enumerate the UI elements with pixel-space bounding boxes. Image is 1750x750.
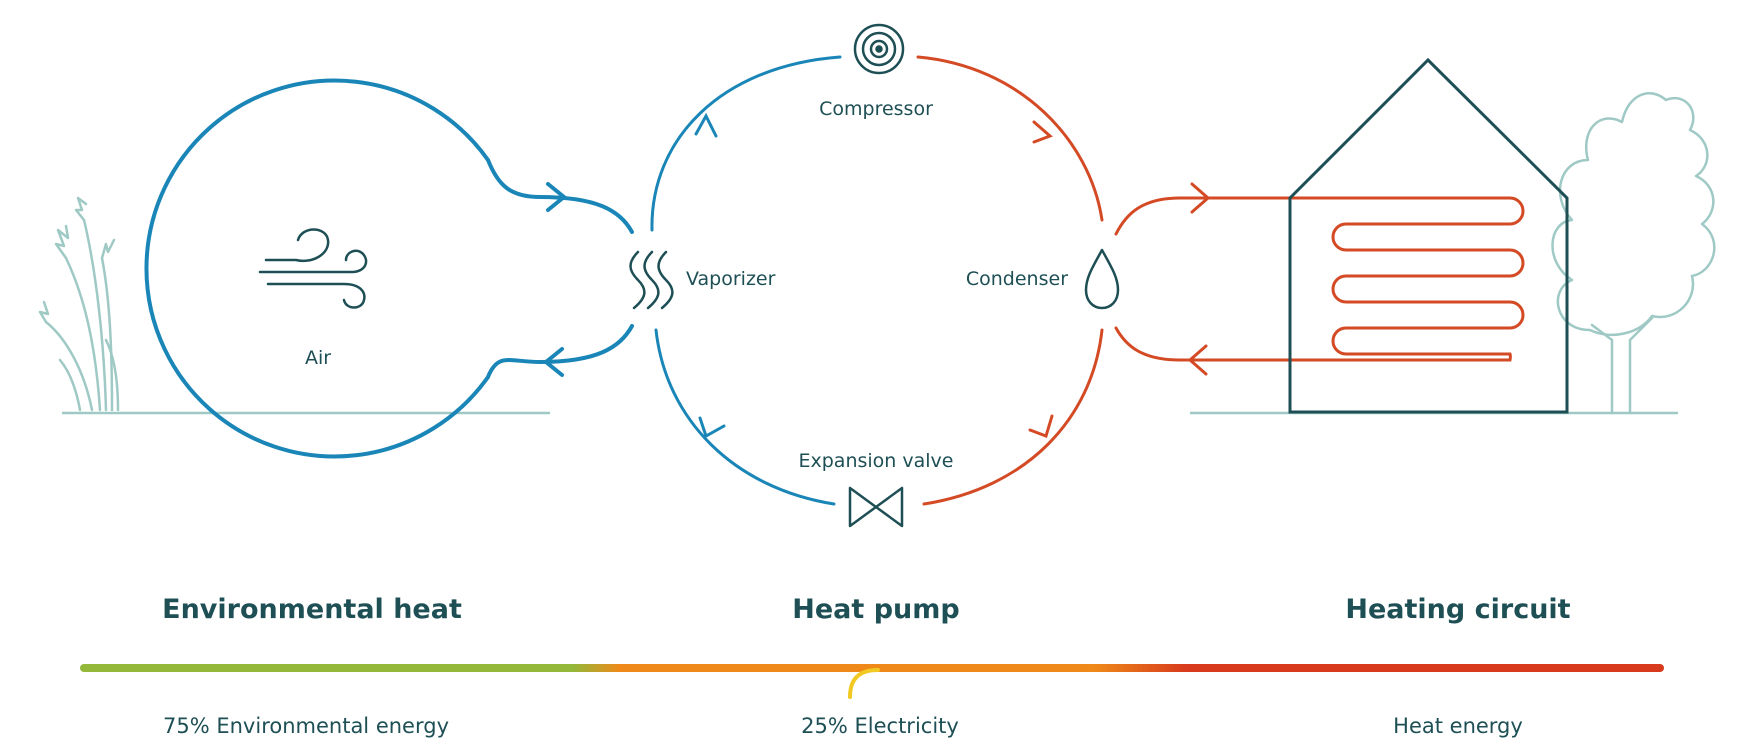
house-outline xyxy=(1288,57,1569,414)
wind-icon xyxy=(258,228,368,309)
section-title-heating-circuit: Heating circuit xyxy=(1345,594,1570,625)
condenser-drop-icon xyxy=(1084,248,1120,310)
refrigerant-cycle-cold xyxy=(650,55,842,506)
energy-bar xyxy=(80,664,1664,699)
refrigerant-cycle-hot xyxy=(916,55,1104,506)
vaporizer-label: Vaporizer xyxy=(686,268,776,290)
compressor-icon xyxy=(853,23,905,75)
section-title-heat-pump: Heat pump xyxy=(792,594,959,625)
section-title-environmental-heat: Environmental heat xyxy=(162,594,462,625)
grass-illustration xyxy=(38,196,120,412)
expansion-valve-label: Expansion valve xyxy=(799,450,954,472)
expansion-valve-icon xyxy=(848,486,904,528)
heating-circuit-pipes xyxy=(1114,182,1525,376)
tree-illustration xyxy=(1551,92,1716,415)
electricity-input-line xyxy=(848,668,880,699)
environmental-energy-label: 75% Environmental energy xyxy=(163,714,449,738)
heat-energy-label: Heat energy xyxy=(1393,714,1523,738)
electricity-label: 25% Electricity xyxy=(801,714,959,738)
air-label: Air xyxy=(305,347,331,369)
condenser-label: Condenser xyxy=(966,268,1068,290)
air-loop xyxy=(144,78,634,459)
vaporizer-icon xyxy=(629,250,674,310)
compressor-label: Compressor xyxy=(819,98,933,120)
